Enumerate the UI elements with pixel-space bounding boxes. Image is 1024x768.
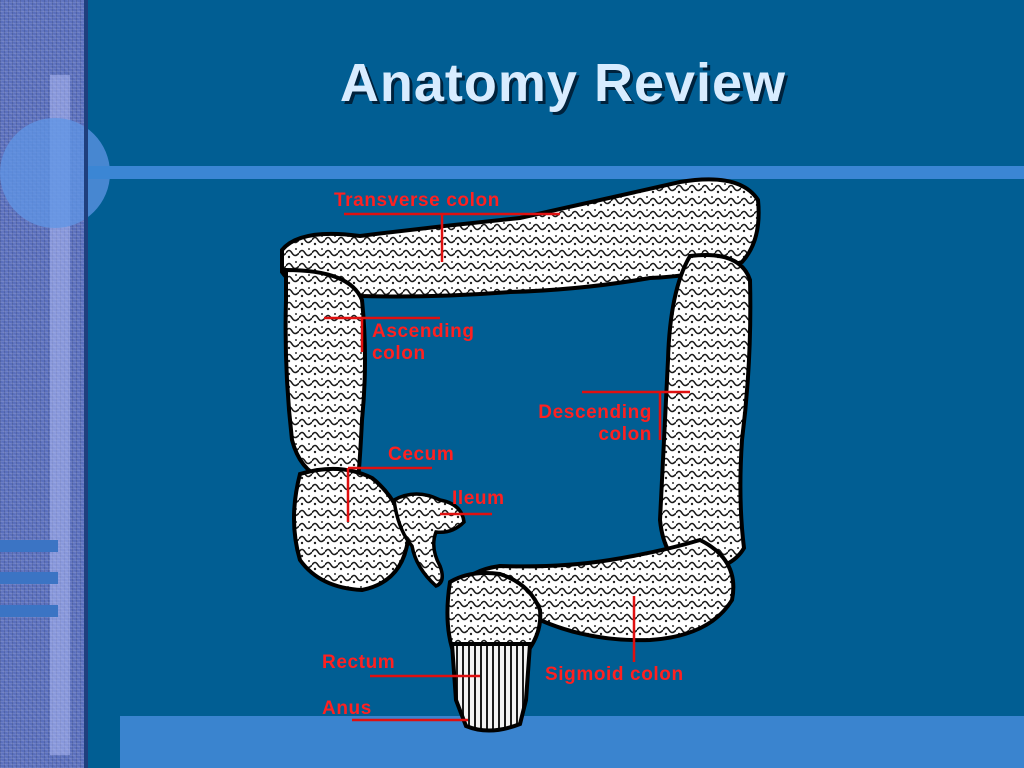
label-transverse-colon: Transverse colon [334,190,500,211]
label-ascending-colon-line1: Ascending [372,321,475,342]
label-rectum: Rectum [322,652,395,673]
leader-line-cecum [346,466,432,522]
label-descending-colon-line2: colon [598,424,652,445]
descending-colon-shape [657,253,753,573]
rectum-shape [445,571,543,654]
sidebar-bar [0,605,58,617]
label-ascending-colon-line2: colon [372,343,426,364]
sidebar-bar [0,572,58,584]
leader-line-transverse-colon [344,212,560,262]
sidebar-edge [84,0,88,768]
ascending-colon-shape [283,267,367,483]
sidebar-stripe [50,75,70,755]
leader-line-ascending-colon [324,316,440,352]
leader-line-descending-colon [582,390,690,440]
label-cecum: Cecum [388,444,454,465]
label-sigmoid-colon: Sigmoid colon [545,664,684,685]
sidebar-bar [0,540,58,552]
bottom-band [120,716,1024,768]
label-descending-colon-line1: Descending [538,402,652,423]
diagram-labels: Transverse colon Ascending colon Descend… [322,190,690,722]
anal-canal-shape [449,642,533,733]
colon-illustration [280,177,761,733]
transverse-colon-shape [280,177,761,299]
title-rule [88,166,1024,179]
ileum-shape [392,492,466,589]
slide-title: Anatomy Review [339,53,787,113]
label-ileum: Ileum [452,488,505,509]
cecum-shape [292,466,411,593]
label-anus: Anus [322,698,372,719]
